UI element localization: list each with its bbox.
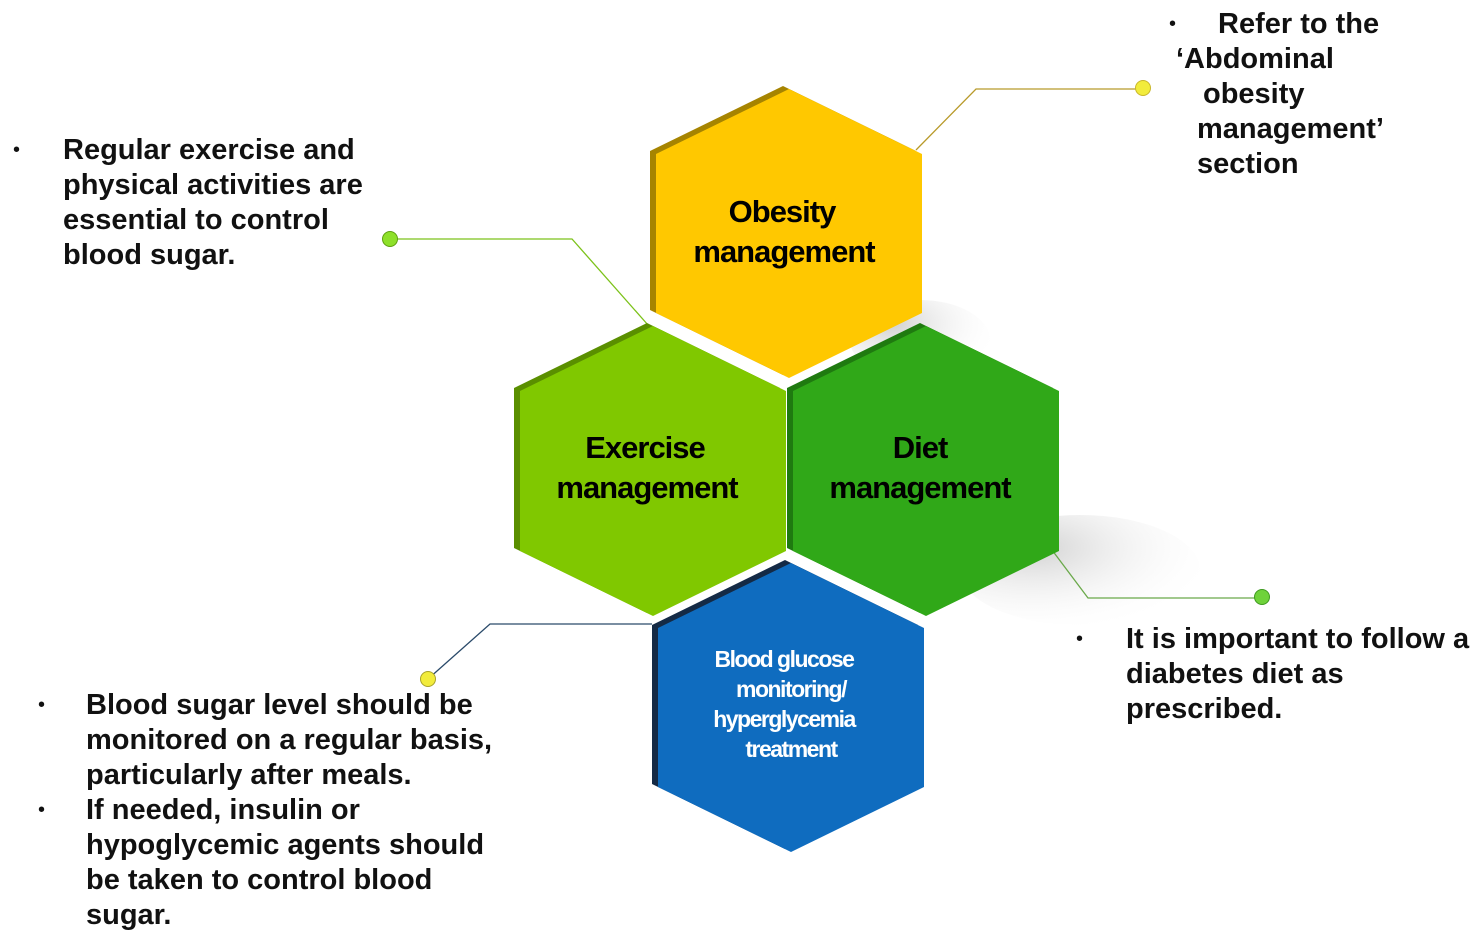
obesity-label-line1: Obesity xyxy=(729,194,837,229)
callout-diet: • It is important to follow a diabetes d… xyxy=(1076,622,1476,727)
diet-label-line2: management xyxy=(829,470,1011,505)
obesity-connector xyxy=(915,88,1143,151)
callout-obesity-line2: ‘Abdominal xyxy=(1176,43,1334,75)
bullet: • xyxy=(1076,628,1084,650)
glucose-label-line3: hyperglycemia xyxy=(713,706,856,732)
callout-obesity-line1: Refer to the xyxy=(1218,8,1380,40)
callout-obesity-item: • Refer to the ‘Abdominal obesity manage… xyxy=(1169,7,1426,182)
hexagon-obesity xyxy=(650,86,922,378)
callout-glucose-item-2: • If needed, insulin or hypoglycemic age… xyxy=(38,793,516,933)
callout-obesity-line5: section xyxy=(1197,148,1299,180)
callout-glucose-item-1: • Blood sugar level should be monitored … xyxy=(38,688,516,793)
glucose-label-line4: treatment xyxy=(745,736,838,762)
obesity-label-line2: management xyxy=(693,234,875,269)
bullet: • xyxy=(38,694,46,716)
glucose-connector xyxy=(427,623,652,680)
diet-connector-dot xyxy=(1254,589,1270,605)
diet-connector xyxy=(1051,549,1262,599)
exercise-label-line2: management xyxy=(556,470,738,505)
hexagon-glucose xyxy=(652,560,924,852)
glucose-label-line1: Blood glucose xyxy=(715,646,855,672)
glucose-connector-dot xyxy=(420,671,436,687)
bullet: • xyxy=(38,799,46,821)
callout-exercise-text: Regular exercise and physical activities… xyxy=(63,134,363,271)
bullet: • xyxy=(1169,13,1177,35)
glucose-label-line2: monitoring/ xyxy=(736,676,848,702)
exercise-connector-dot xyxy=(382,231,398,247)
callout-diet-item: • It is important to follow a diabetes d… xyxy=(1076,622,1476,727)
callout-exercise-item: • Regular exercise and physical activiti… xyxy=(13,133,373,273)
callout-glucose-text-2: If needed, insulin or hypoglycemic agent… xyxy=(86,794,485,931)
obesity-connector-dot xyxy=(1135,80,1151,96)
hexagon-diet xyxy=(787,323,1059,616)
exercise-label-line1: Exercise xyxy=(585,430,705,465)
callout-obesity: • Refer to the ‘Abdominal obesity manage… xyxy=(1169,7,1426,182)
diet-label-line1: Diet xyxy=(893,430,948,465)
bullet: • xyxy=(13,139,21,161)
exercise-connector xyxy=(390,238,649,326)
hexagon-exercise xyxy=(514,323,786,616)
callout-diet-text: It is important to follow a diabetes die… xyxy=(1126,623,1470,725)
callout-exercise: • Regular exercise and physical activiti… xyxy=(13,133,373,273)
callout-glucose: • Blood sugar level should be monitored … xyxy=(38,688,516,933)
callout-obesity-line3: obesity xyxy=(1203,78,1305,110)
callout-obesity-line4: management’ xyxy=(1197,113,1384,145)
callout-glucose-text-1: Blood sugar level should be monitored on… xyxy=(86,689,493,791)
